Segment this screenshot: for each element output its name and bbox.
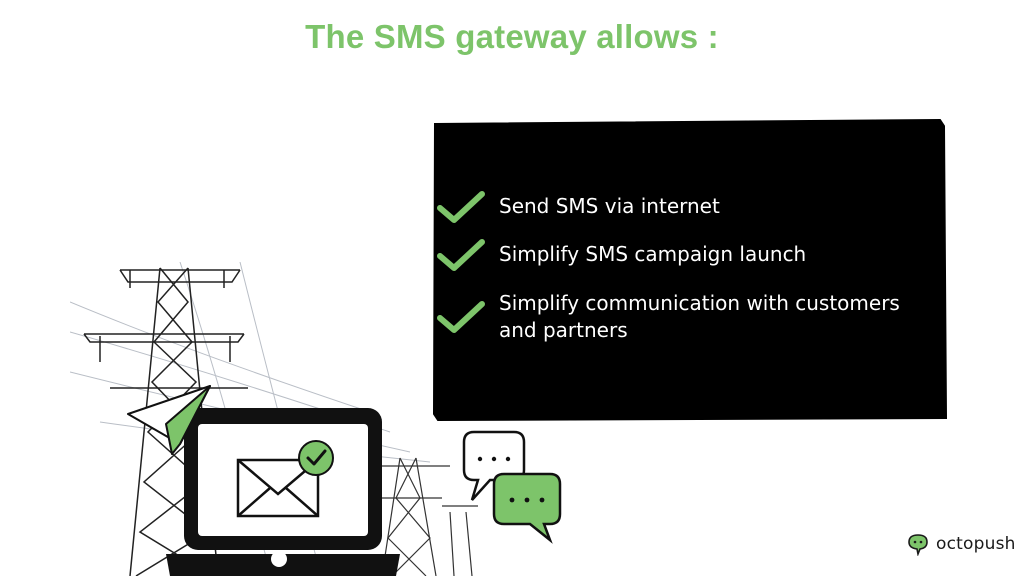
benefit-line: and partners: [499, 318, 628, 342]
check-icon: [437, 301, 485, 333]
benefit-line: Simplify communication with customers: [499, 291, 900, 315]
check-badge-icon: [298, 440, 334, 476]
octopush-logo: octopush: [906, 532, 1016, 556]
octopus-chat-icon: [908, 534, 928, 556]
check-icon: [437, 239, 485, 271]
paper-plane-icon: [127, 385, 211, 455]
benefit-text-3: Simplify communication with customers an…: [499, 290, 929, 344]
benefit-text-1: Send SMS via internet: [499, 193, 929, 220]
check-icon: [437, 191, 485, 223]
benefit-line: Send SMS via internet: [499, 194, 720, 218]
logo-text: octopush: [936, 534, 1016, 554]
page-title: The SMS gateway allows :: [305, 18, 719, 55]
illustration: [70, 262, 562, 576]
benefit-text-2: Simplify SMS campaign launch: [499, 241, 929, 268]
benefit-line: Simplify SMS campaign launch: [499, 242, 807, 266]
benefits-panel: Send SMS via internet Simplify SMS campa…: [432, 118, 948, 422]
panel-background: [432, 118, 948, 422]
chat-bubble-icon: [462, 430, 562, 544]
